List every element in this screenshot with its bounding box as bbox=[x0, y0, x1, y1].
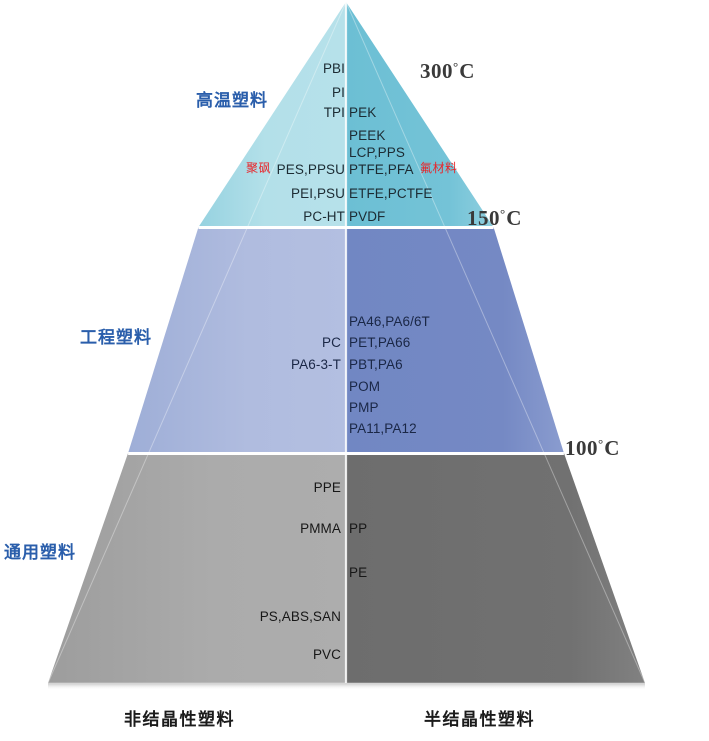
material-pa11-pa12: PA11,PA12 bbox=[349, 421, 417, 436]
temperature-marker-300c: 300°C bbox=[420, 60, 475, 82]
material-lcp-pps: LCP,PPS bbox=[349, 145, 405, 160]
axis-caption-amorphous: 非结晶性塑料 bbox=[124, 710, 235, 729]
temperature-value-300: 300 bbox=[420, 59, 453, 83]
tier-high-temperature-semicrystalline bbox=[346, 2, 494, 227]
material-pa46-pa6-6t: PA46,PA6/6T bbox=[349, 314, 430, 329]
temperature-unit-150: C bbox=[506, 206, 522, 230]
material-ptfe-pfa: PTFE,PFA bbox=[349, 162, 414, 177]
material-pbi: PBI bbox=[322, 61, 345, 76]
pyramid-base-shadow bbox=[48, 683, 645, 690]
pyramid-outline bbox=[47, 0, 646, 684]
material-etfe-pctfe: ETFE,PCTFE bbox=[349, 186, 433, 201]
tier-engineering-amorphous bbox=[128, 227, 346, 453]
degree-sign-300: ° bbox=[453, 59, 459, 74]
material-pom: POM bbox=[349, 379, 381, 394]
material-peek: PEEK bbox=[349, 128, 386, 143]
category-label-engineering: 工程塑料 bbox=[80, 328, 152, 347]
temperature-value-150: 150 bbox=[467, 206, 500, 230]
material-pi: PI bbox=[332, 85, 345, 100]
tier-high-temperature-amorphous bbox=[198, 2, 346, 227]
category-label-high-temperature: 高温塑料 bbox=[196, 91, 268, 110]
material-pbt-pa6: PBT,PA6 bbox=[349, 357, 403, 372]
annotation-fluoropolymer: 氟材料 bbox=[420, 161, 458, 175]
temperature-value-100: 100 bbox=[565, 436, 598, 460]
material-pei-psu: PEI,PSU bbox=[291, 186, 345, 201]
material-pc-ht: PC-HT bbox=[303, 209, 345, 224]
material-pe: PE bbox=[349, 565, 368, 580]
tier-commodity-semicrystalline bbox=[346, 453, 645, 683]
degree-sign-150: ° bbox=[500, 206, 506, 221]
material-pvdf: PVDF bbox=[349, 209, 386, 224]
temperature-marker-150c: 150°C bbox=[467, 207, 522, 229]
material-ppe: PPE bbox=[313, 480, 341, 495]
material-pek: PEK bbox=[349, 105, 377, 120]
material-pc: PC bbox=[322, 335, 341, 350]
temperature-unit-100: C bbox=[604, 436, 620, 460]
material-pet-pa66: PET,PA66 bbox=[349, 335, 411, 350]
axis-caption-semicrystalline: 半结晶性塑料 bbox=[424, 710, 535, 729]
degree-sign-100: ° bbox=[598, 436, 604, 451]
material-pvc: PVC bbox=[312, 647, 341, 662]
tier-engineering-semicrystalline bbox=[346, 227, 564, 453]
material-pes-ppsu: PES,PPSU bbox=[276, 162, 345, 177]
material-tpi: TPI bbox=[323, 105, 345, 120]
temperature-unit-300: C bbox=[459, 59, 475, 83]
material-pp: PP bbox=[349, 521, 368, 536]
material-ps-abs-san: PS,ABS,SAN bbox=[259, 609, 341, 624]
temperature-marker-100c: 100°C bbox=[565, 437, 620, 459]
category-label-commodity: 通用塑料 bbox=[4, 543, 76, 562]
material-pmp: PMP bbox=[349, 400, 379, 415]
material-pmma: PMMA bbox=[300, 521, 341, 536]
material-pa6-3-t: PA6-3-T bbox=[291, 357, 341, 372]
tier-commodity-amorphous bbox=[48, 453, 346, 683]
annotation-polysulfone: 聚砜 bbox=[246, 161, 272, 175]
